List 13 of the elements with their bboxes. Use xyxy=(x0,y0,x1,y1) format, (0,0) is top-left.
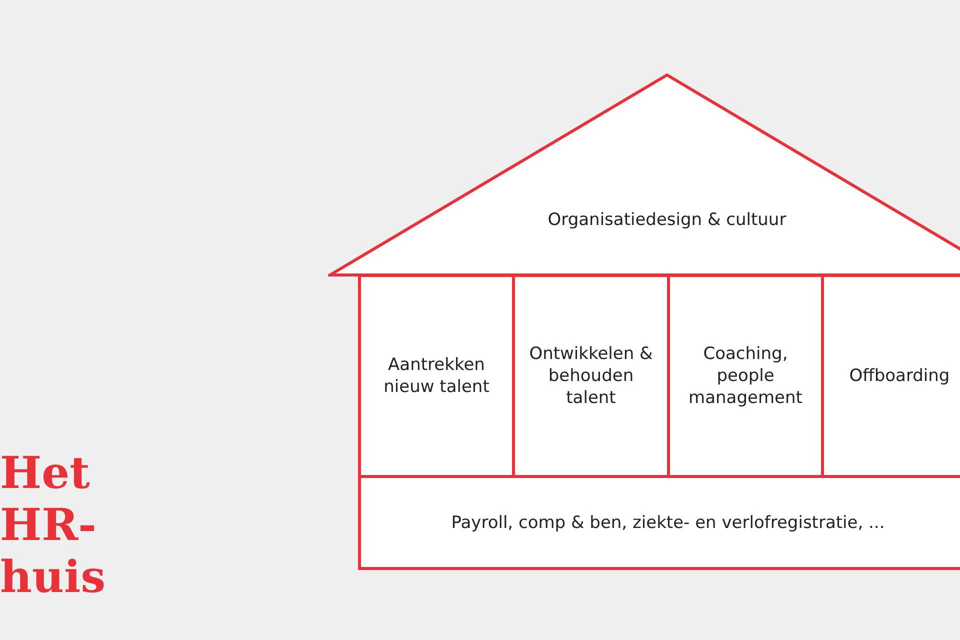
node-label: Coaching, people management xyxy=(688,343,804,409)
node-label: Aantrekken nieuw talent xyxy=(382,354,490,398)
roof-triangle xyxy=(328,73,960,277)
pillar-box xyxy=(667,274,824,478)
pillar-box xyxy=(821,274,960,478)
node-label: Ontwikkelen & behouden talent xyxy=(528,343,654,409)
node-label: Payroll, comp & ben, ziekte- en verlofregistratie, ... xyxy=(451,512,885,534)
node-label: Organisatiedesign & cultuur xyxy=(548,209,786,231)
title: Het HR-huis xyxy=(0,448,106,604)
pillar-box xyxy=(512,274,670,478)
pillar-box xyxy=(358,274,515,478)
node-label: Offboarding xyxy=(849,365,950,387)
foundation-box xyxy=(358,475,960,570)
